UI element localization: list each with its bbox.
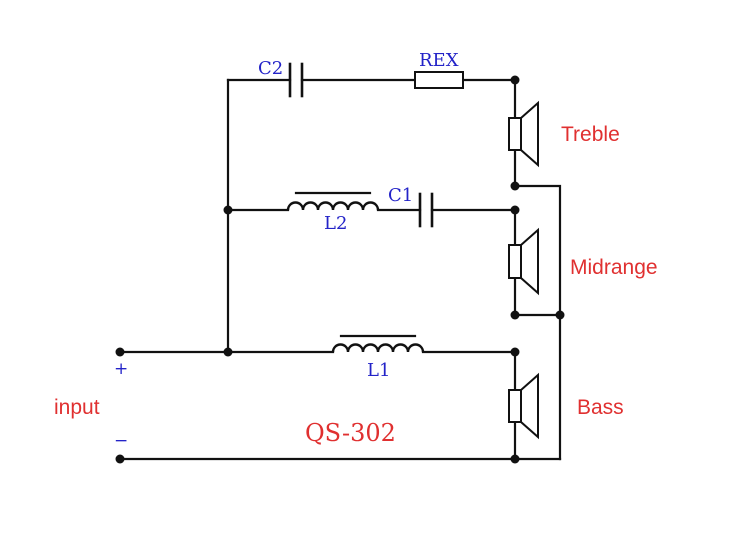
- input-terminal-minus: [115, 454, 125, 464]
- resistor-rex: [414, 71, 464, 89]
- junction-dot: [555, 310, 565, 320]
- junction-dot: [510, 347, 520, 357]
- junction-dots: [115, 75, 565, 464]
- label-l2: L2: [324, 213, 347, 234]
- input-plus-sign: +: [114, 359, 128, 379]
- junction-dot: [223, 205, 233, 215]
- speaker-bass-icon: [508, 372, 539, 440]
- annotations: Treble Midrange Bass input QS-302: [54, 123, 658, 447]
- capacitor-c1: [418, 192, 434, 228]
- label-rex: REX: [419, 50, 459, 71]
- label-input: input: [54, 396, 100, 419]
- label-l1: L1: [367, 360, 390, 381]
- speaker-midrange-icon: [508, 227, 539, 296]
- label-treble: Treble: [561, 123, 620, 146]
- junction-dot: [510, 205, 520, 215]
- label-midrange: Midrange: [570, 256, 658, 279]
- polarity-marks: + −: [114, 359, 128, 451]
- junction-dot: [510, 310, 520, 320]
- inductor-l2: [286, 191, 380, 211]
- label-model: QS-302: [305, 419, 396, 447]
- label-c1: C1: [388, 185, 413, 206]
- component-labels: C2 REX L2 C1 L1: [258, 50, 459, 381]
- inductor-l1: [331, 334, 425, 353]
- junction-dot: [510, 75, 520, 85]
- input-minus-sign: −: [114, 431, 128, 451]
- input-terminal-plus: [115, 347, 125, 357]
- junction-dot: [510, 454, 520, 464]
- speaker-treble-icon: [508, 100, 539, 168]
- wires: [118, 78, 562, 461]
- wire-right-bus: [513, 184, 562, 461]
- capacitor-c2: [288, 62, 304, 98]
- label-bass: Bass: [577, 396, 624, 419]
- label-c2: C2: [258, 58, 283, 79]
- junction-dot: [510, 181, 520, 191]
- junction-dot: [223, 347, 233, 357]
